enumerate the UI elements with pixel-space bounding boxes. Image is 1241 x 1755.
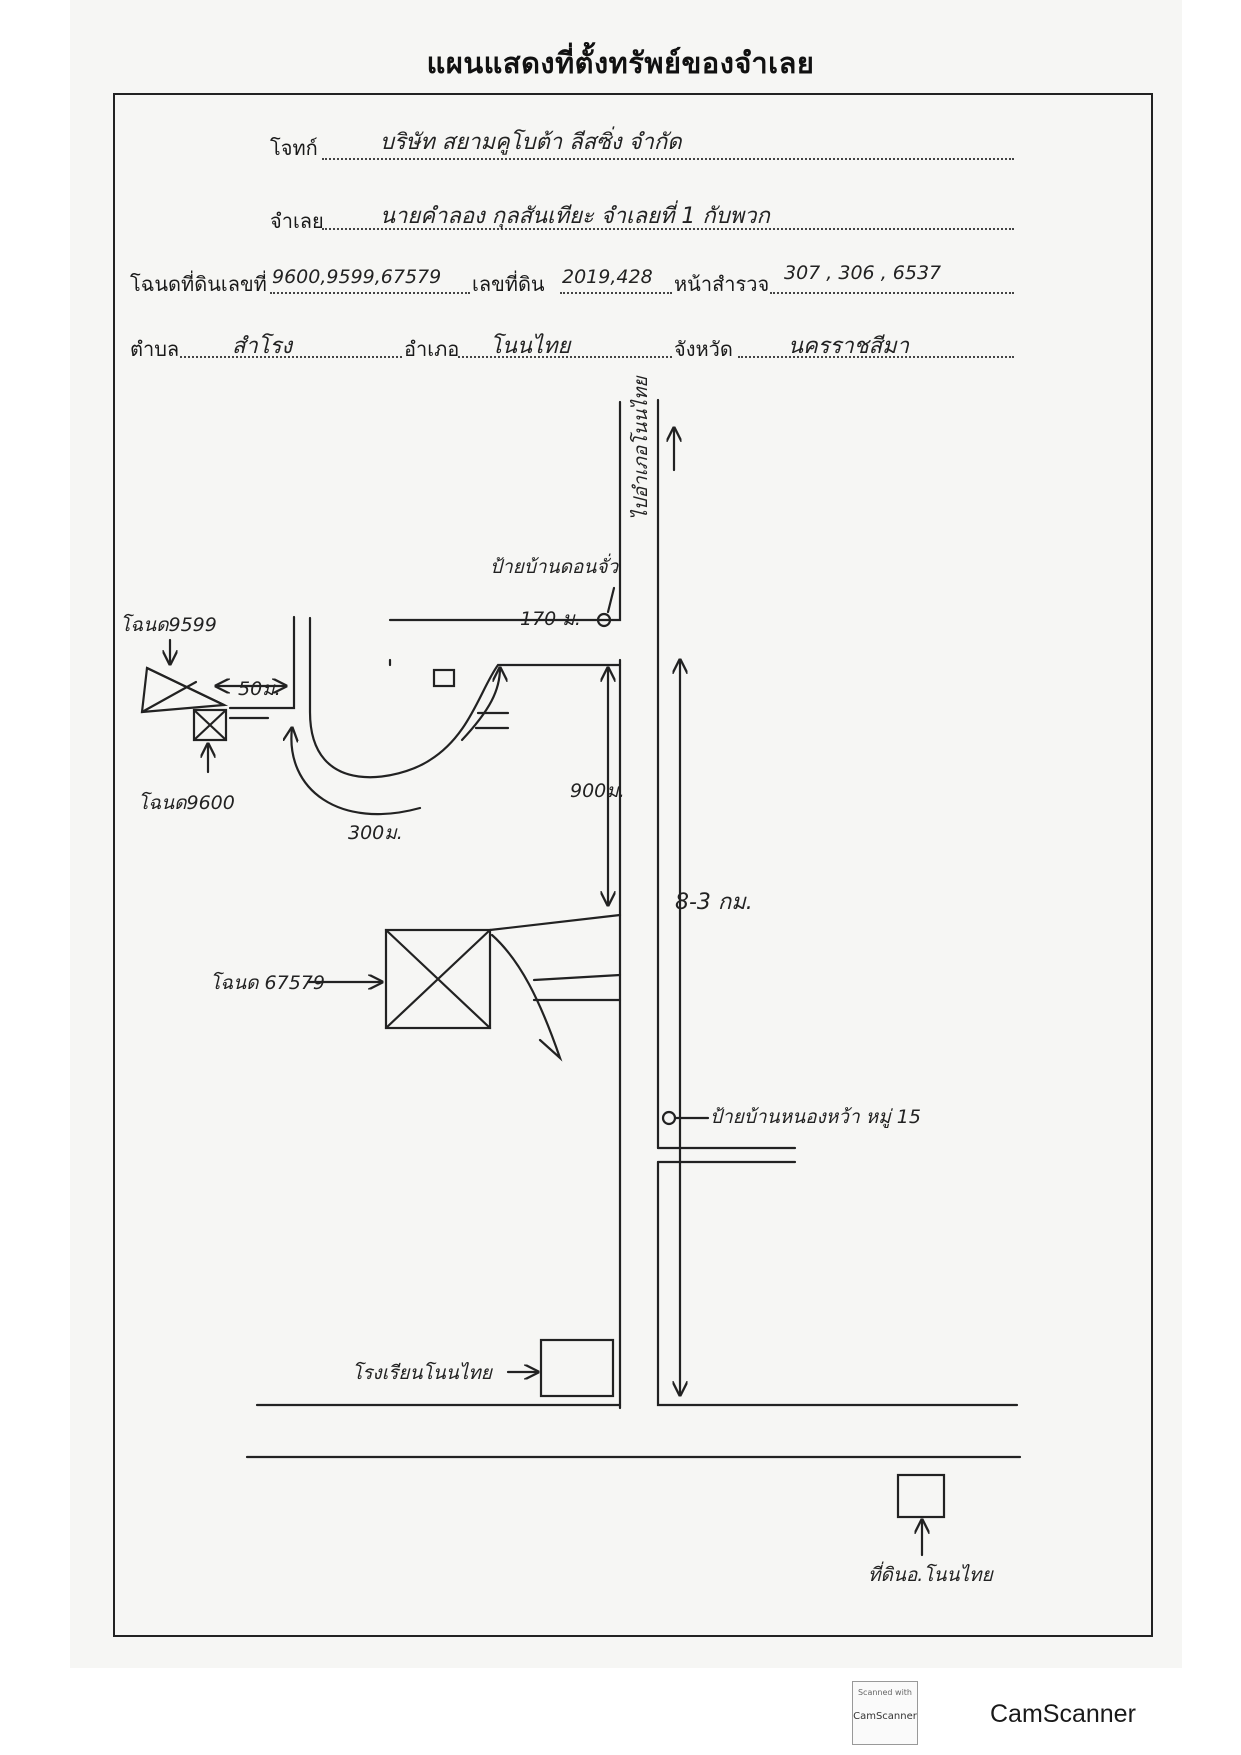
small-building — [432, 668, 456, 688]
scanned-page — [70, 0, 1182, 1668]
district-dotted-line — [458, 356, 672, 358]
deed-67579-label: โฉนด 67579 — [210, 972, 325, 994]
dist-300-label: 300ม. — [348, 822, 403, 844]
province-dotted-line — [738, 356, 1014, 358]
dist-50-label: 50ม. — [238, 678, 281, 700]
subdistrict-dotted-line — [180, 356, 402, 358]
defendant-label: จำเลย — [270, 209, 324, 233]
map-frame — [113, 93, 1153, 1637]
survey-dotted-line — [770, 292, 1014, 294]
road-right-edge-bottom — [656, 1160, 1019, 1407]
land-no-label: เลขที่ดิน — [472, 272, 545, 296]
dist-900-label: 900ม. — [570, 780, 625, 802]
road-left-edge-top — [388, 400, 622, 622]
connector-track — [460, 668, 500, 742]
defendant-value: นายคำลอง กุลสันเทียะ จำเลยที่ 1 กับพวก — [380, 204, 770, 229]
deed-dotted-line — [270, 292, 470, 294]
access-path-67579 — [488, 913, 622, 1062]
curved-road-inner — [308, 616, 622, 779]
district-value: โนนไทย — [490, 334, 571, 359]
deed-9600-label: โฉนด9600 — [138, 792, 235, 814]
sign-bottom-marker — [661, 1110, 677, 1126]
curved-route-arrow — [291, 728, 422, 816]
survey-label: หน้าสำรวจ — [674, 272, 770, 296]
camscanner-brand: CamScanner — [990, 1700, 1136, 1728]
defendant-dotted-line — [322, 228, 1014, 230]
side-road-upper — [228, 615, 296, 710]
badge-bottom-text: CamScanner — [853, 1711, 917, 1722]
plaintiff-value: บริษัท สยามคูโบต้า ลีสซิ่ง จำกัด — [380, 130, 682, 155]
land-no-value: 2019,428 — [562, 266, 653, 288]
land-office-building — [896, 1473, 946, 1519]
land-no-dotted-line — [560, 292, 672, 294]
sign-top-label: ป้ายบ้านดอนจั่ว — [490, 556, 619, 578]
sign-top-marker — [596, 612, 612, 628]
sign-top-distance: 170 ม. — [520, 608, 581, 630]
deed-9599-label: โฉนด9599 — [120, 614, 217, 636]
plaintiff-dotted-line — [322, 158, 1014, 160]
document-title: แผนแสดงที่ตั้งทรัพย์ของจำเลย — [426, 46, 815, 80]
land-office-label: ที่ดินอ.โนนไทย — [868, 1564, 993, 1586]
deed-67579-parcel — [384, 928, 492, 1030]
camscanner-badge: Scanned with CamScanner — [852, 1681, 918, 1745]
deed-9600-parcel — [192, 708, 228, 742]
survey-value: 307 , 306 , 6537 — [784, 262, 942, 284]
deed-value: 9600,9599,67579 — [272, 266, 442, 288]
dist-8-3-label: 8-3 กม. — [675, 890, 753, 915]
school-label: โรงเรียนโนนไทย — [352, 1362, 492, 1384]
province-value: นครราชสีมา — [788, 334, 909, 359]
subdistrict-label: ตำบล — [130, 337, 180, 361]
subdistrict-value: สำโรง — [232, 334, 293, 359]
plaintiff-label: โจทก์ — [270, 136, 318, 160]
district-label: อำเภอ — [404, 337, 460, 361]
small-crossing — [474, 711, 510, 730]
badge-top-text: Scanned with — [857, 1688, 913, 1697]
road-label-vertical: ไปอำเภอโนนไทย — [630, 376, 652, 520]
province-label: จังหวัด — [674, 337, 733, 361]
deed-label: โฉนดที่ดินเลขที่ — [130, 272, 267, 296]
school-building — [539, 1338, 615, 1398]
sign-bottom-label: ป้ายบ้านหนองหว้า หมู่ 15 — [710, 1106, 921, 1128]
